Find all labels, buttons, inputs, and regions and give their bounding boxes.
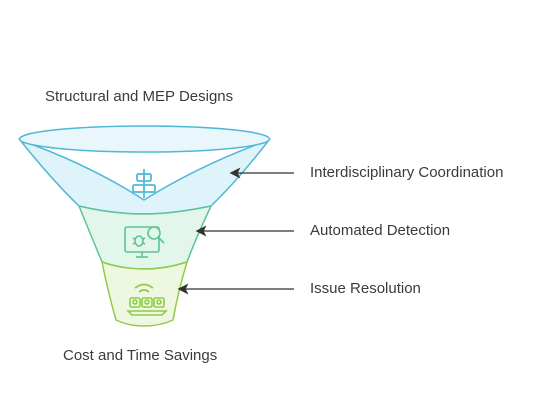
stage-1-label: Interdisciplinary Coordination bbox=[310, 164, 504, 181]
funnel-input-label: Structural and MEP Designs bbox=[45, 88, 234, 105]
funnel-output-label: Cost and Time Savings bbox=[63, 347, 218, 364]
funnel-stage-2 bbox=[77, 204, 213, 270]
arrows bbox=[177, 167, 294, 295]
funnel-rim bbox=[18, 125, 271, 153]
arrow-1-head bbox=[229, 167, 241, 179]
stage-2-label: Automated Detection bbox=[310, 222, 451, 239]
wifi-dashboard-icon bbox=[126, 283, 168, 316]
arrow-3-head bbox=[177, 283, 189, 295]
funnel-stage-3 bbox=[101, 260, 189, 327]
bug-search-monitor-icon bbox=[124, 226, 165, 258]
stage-3-label: Issue Resolution bbox=[310, 280, 421, 297]
arrow-2-head bbox=[195, 225, 207, 237]
align-center-icon bbox=[132, 169, 156, 198]
